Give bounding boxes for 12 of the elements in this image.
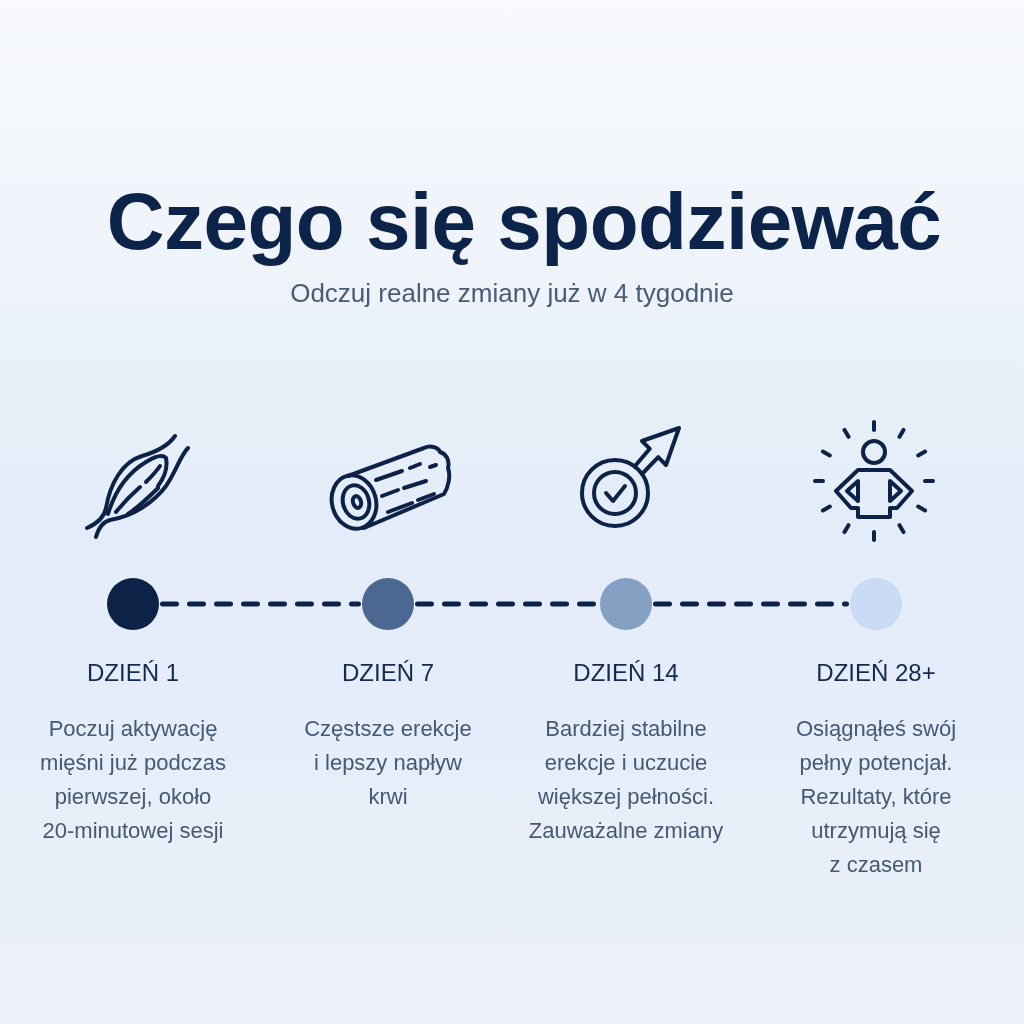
dashed-connector	[653, 601, 849, 607]
subtitle: Odczuj realne zmiany już w 4 tygodnie	[290, 280, 734, 306]
dashed-connector	[160, 601, 361, 607]
day-label: DZIEŃ 14	[573, 661, 679, 685]
day-label: DZIEŃ 7	[342, 661, 434, 685]
step-description: Poczuj aktywację mięśni już podczas pierwszej, około 20-minutowej sesji	[39, 715, 227, 845]
step-description: Częstsze erekcje i lepszy napływ krwi	[303, 715, 473, 811]
day-label: DZIEŃ 1	[87, 661, 179, 685]
dashed-connector	[415, 601, 599, 607]
step-description: Osiągnąłeś swój pełny potencjał. Rezultaty, które utrzymują się z czasem	[794, 715, 958, 879]
day-label: DZIEŃ 28+	[816, 661, 936, 685]
step-description: Bardziej stabilne erekcje i uczucie większej pełności. Zauważalne zmiany	[528, 715, 724, 845]
